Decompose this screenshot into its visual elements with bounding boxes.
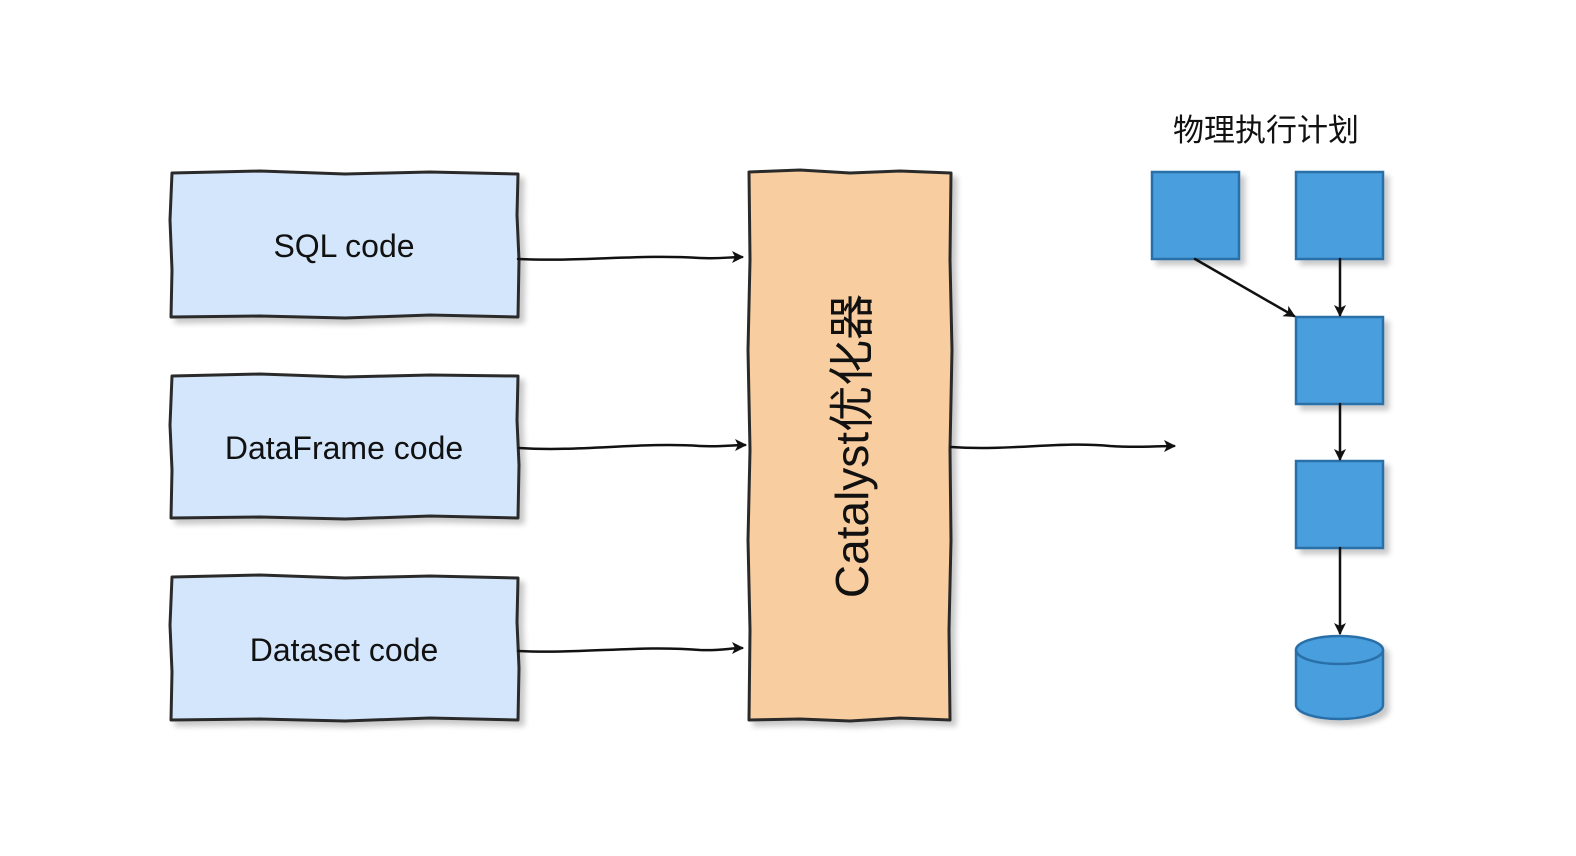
arrow-plan-topleft-to-middle [1193,257,1296,318]
plan-node-lower [1294,459,1385,550]
optimizer-box [746,168,954,723]
input-box-sql [168,169,521,320]
input-label-sql: SQL code [273,228,414,264]
arrow-dataset-to-optimizer [516,642,744,655]
arrow-optimizer-to-plan [949,440,1176,453]
input-box-dataframe [168,372,521,521]
input-label-dataset: Dataset code [250,632,439,668]
arrow-sql-to-optimizer [516,251,744,264]
arrow-dataframe-to-optimizer [517,439,747,452]
plan-node-top-right [1294,170,1385,261]
input-box-dataset [168,573,521,723]
plan-title: 物理执行计划 [1173,113,1359,149]
plan-node-middle [1294,315,1385,406]
plan-datastore-cylinder [1294,634,1385,721]
plan-node-top-left [1150,170,1241,261]
input-label-dataframe: DataFrame code [225,430,463,466]
optimizer-label: Catalyst优化器 [826,294,878,598]
